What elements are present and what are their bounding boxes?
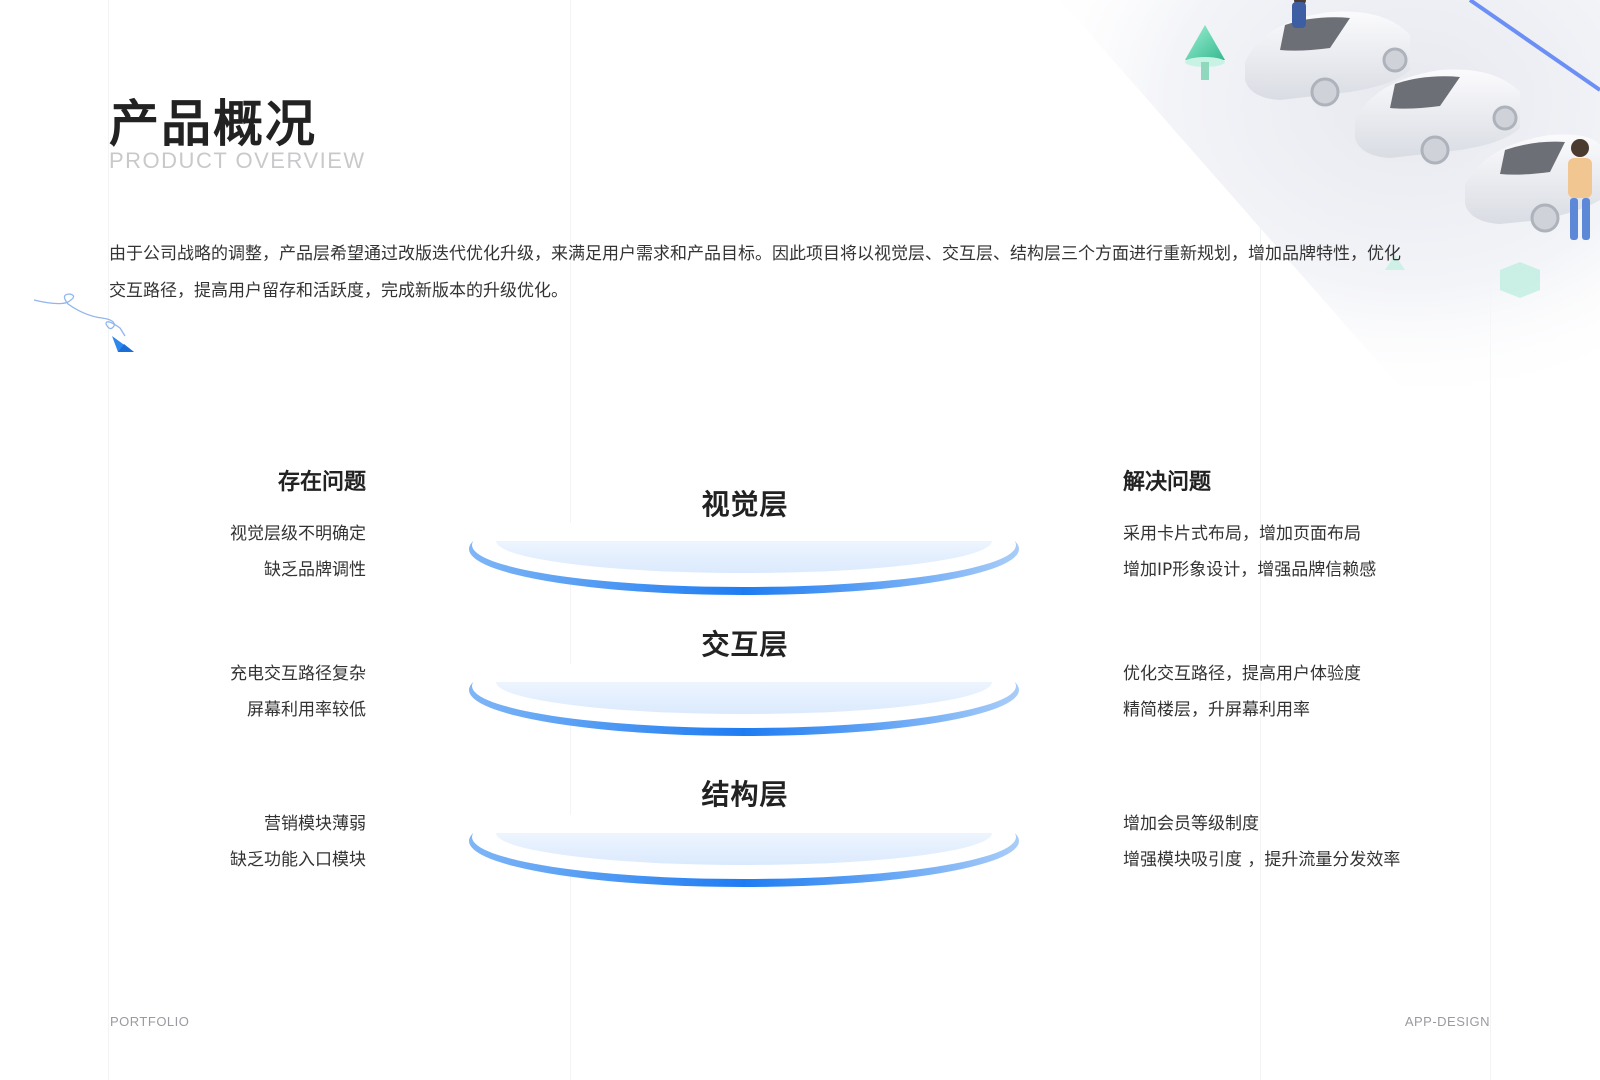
grid-line bbox=[108, 0, 109, 1080]
issue-item: 屏幕利用率较低 bbox=[247, 700, 366, 720]
solution-item: 增加IP形象设计，增强品牌信赖感 bbox=[1123, 560, 1377, 580]
solution-list-visual: 采用卡片式布局，增加页面布局 增加IP形象设计，增强品牌信赖感 bbox=[1123, 516, 1463, 588]
parking-cars-illustration bbox=[1060, 0, 1600, 410]
issue-item: 缺乏品牌调性 bbox=[264, 560, 366, 580]
car-illustration bbox=[1355, 69, 1520, 165]
solutions-heading: 解决问题 bbox=[1123, 470, 1212, 495]
intro-line: 由于公司战略的调整，产品层希望通过改版迭代优化升级，来满足用户需求和产品目标。因… bbox=[109, 244, 1401, 264]
issue-list-structure: 营销模块薄弱 缺乏功能入口模块 bbox=[180, 806, 366, 878]
solution-item: 增强模块吸引度 ，提升流量分发效率 bbox=[1123, 850, 1401, 870]
issue-item: 充电交互路径复杂 bbox=[230, 664, 366, 684]
paper-plane-icon bbox=[33, 293, 134, 352]
solution-item: 优化交互路径，提高用户体验度 bbox=[1123, 664, 1361, 684]
page-title: 产品概况 bbox=[109, 95, 317, 153]
footer-portfolio-label: PORTFOLIO bbox=[110, 1014, 190, 1029]
layer-disc-interaction bbox=[466, 664, 1022, 736]
issue-item: 缺乏功能入口模块 bbox=[230, 850, 366, 870]
grid-line bbox=[1490, 0, 1491, 1080]
solution-item: 采用卡片式布局，增加页面布局 bbox=[1123, 524, 1361, 544]
layer-disc-visual bbox=[466, 523, 1022, 595]
layer-title-structure: 结构层 bbox=[701, 778, 789, 811]
issue-item: 营销模块薄弱 bbox=[264, 814, 366, 834]
person-illustration bbox=[1292, 0, 1306, 28]
intro-line: 交互路径，提高用户留存和活跃度，完成新版本的升级优化。 bbox=[109, 281, 568, 301]
solution-list-interaction: 优化交互路径，提高用户体验度 精简楼层，升屏幕利用率 bbox=[1123, 656, 1463, 728]
car-illustration bbox=[1465, 134, 1600, 233]
issue-item: 视觉层级不明确定 bbox=[230, 524, 366, 544]
footer-app-design-label: APP-DESIGN bbox=[1404, 1014, 1490, 1029]
person-illustration bbox=[1568, 139, 1592, 240]
layer-title-interaction: 交互层 bbox=[701, 628, 789, 661]
layer-title-visual: 视觉层 bbox=[701, 488, 789, 521]
solution-list-structure: 增加会员等级制度 增强模块吸引度 ，提升流量分发效率 bbox=[1123, 806, 1463, 878]
page-subtitle: PRODUCT OVERVIEW bbox=[109, 148, 366, 173]
solution-item: 精简楼层，升屏幕利用率 bbox=[1123, 700, 1310, 720]
grid-line bbox=[1260, 0, 1261, 1080]
issue-list-interaction: 充电交互路径复杂 屏幕利用率较低 bbox=[180, 656, 366, 728]
issue-list-visual: 视觉层级不明确定 缺乏品牌调性 bbox=[180, 516, 366, 588]
layer-disc-structure bbox=[466, 815, 1022, 887]
issues-heading: 存在问题 bbox=[277, 470, 366, 495]
intro-paragraph: 由于公司战略的调整，产品层希望通过改版迭代优化升级，来满足用户需求和产品目标。因… bbox=[109, 236, 1499, 310]
solution-item: 增加会员等级制度 bbox=[1123, 814, 1259, 834]
